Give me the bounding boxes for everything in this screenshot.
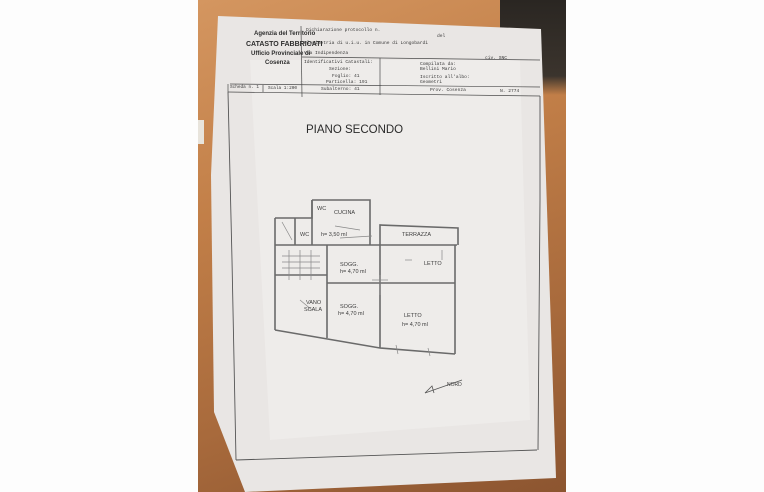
- header-grid: [227, 25, 541, 98]
- protocol-suffix: del: [437, 34, 446, 39]
- floor-plan-details: [281, 221, 443, 357]
- room-height-sogg-1: h= 4,70 ml: [340, 269, 366, 275]
- room-height-letto-2: h= 4,70 ml: [402, 322, 428, 328]
- floor-plan-walls: [274, 199, 459, 355]
- background-right: [566, 0, 764, 492]
- office-city: Cosenza: [265, 60, 290, 66]
- foglio-label: Foglio: 41: [332, 74, 360, 79]
- room-label-letto-2: LETTO: [404, 313, 422, 319]
- north-arrow-icon: [424, 379, 463, 394]
- scheda-label: Scheda n. 1: [230, 85, 259, 90]
- drawing-frame: [227, 91, 541, 461]
- scala-label: Scala 1:200: [268, 86, 297, 91]
- agency-name: Agenzia del Territorio: [254, 31, 316, 37]
- room-label-wc-top: WC: [317, 206, 327, 212]
- room-label-sogg-1: SOGG.: [340, 262, 359, 268]
- room-height-350: h= 3,50 ml: [321, 232, 347, 238]
- prov-label: Prov. Cosenza: [430, 88, 466, 93]
- plan-title: PIANO SECONDO: [306, 124, 404, 136]
- compilata-name: Bellini Mario: [420, 67, 456, 72]
- room-label-scala: SCALA: [304, 307, 323, 313]
- particella-label: Particella: 191: [326, 80, 368, 85]
- background-left: [0, 0, 198, 492]
- plan-description: Planimetria di u.i.u. in Comune di Longo…: [304, 41, 429, 46]
- iscritto-label: Iscritto all'albo:: [420, 75, 470, 80]
- protocol-label: Dichiarazione protocollo n.: [306, 28, 381, 33]
- room-label-wc-left: WC: [300, 232, 310, 238]
- room-label-sogg-2: SOGG.: [340, 304, 359, 310]
- room-height-sogg-2: h= 4,70 ml: [338, 311, 364, 317]
- room-label-vano: VANO: [306, 300, 322, 306]
- catasto-title: CATASTO FABBRICATI: [246, 41, 323, 48]
- room-label-cucina: CUCINA: [334, 210, 356, 216]
- office-line: Ufficio Provinciale di: [251, 51, 311, 57]
- civ-label: civ. SNC: [485, 56, 508, 61]
- north-label: NORD: [447, 382, 462, 388]
- catasto-identifiers-label: Identificativi Catastali:: [304, 60, 373, 65]
- room-label-terrazza: TERRAZZA: [402, 232, 432, 238]
- sezione-label: Sezione:: [329, 67, 352, 72]
- room-label-letto-1: LETTO: [424, 261, 442, 267]
- address-line: Via Indipendenza: [304, 51, 349, 56]
- iscritto-value: Geometri: [420, 80, 443, 85]
- compilata-label: Compilata da:: [420, 62, 456, 67]
- num-label: N. 2774: [500, 89, 520, 94]
- paper-edge-object: [198, 120, 204, 144]
- subalterno-label: Subalterno: 41: [321, 87, 360, 92]
